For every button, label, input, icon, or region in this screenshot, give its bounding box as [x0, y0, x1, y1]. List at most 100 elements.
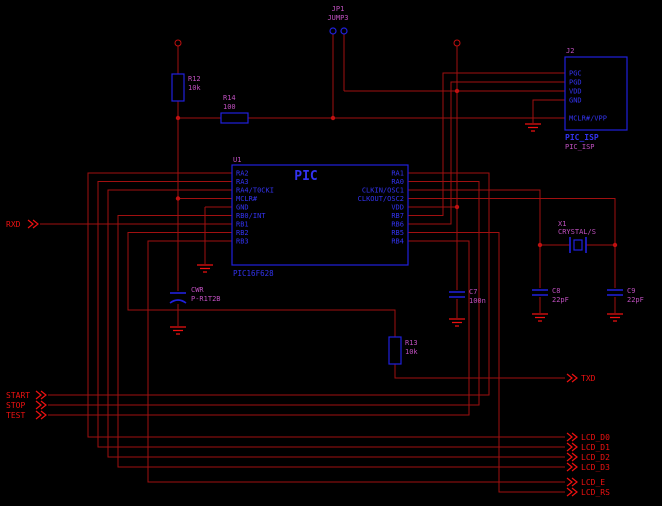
component-resistor-r14[interactable]: R14 100: [220, 94, 249, 124]
c9-value-label: 22pF: [627, 296, 644, 304]
junction-dot: [454, 204, 460, 210]
open-pin-circle: [453, 39, 461, 47]
chevron-right-icon: [566, 477, 578, 487]
mcu-value-label: PIC16F628: [233, 269, 274, 278]
isp-pin-stubs: [540, 72, 565, 119]
component-capacitor-c9[interactable]: C9 22pF: [607, 287, 644, 304]
jumper-ref-label: JP1: [332, 5, 345, 13]
junction-dot: [175, 196, 181, 201]
mcu-pin-label-rb0: RB0/INT: [236, 212, 266, 220]
resistor-body[interactable]: [220, 112, 249, 124]
cwr-value-label: P-R1T2B: [191, 295, 221, 303]
net-txd-wire: [127, 232, 565, 379]
pin-stubs: [205, 72, 565, 242]
signal-label-lcd-d2: LCD_D2: [581, 453, 610, 462]
net-jumper-wire: [332, 34, 540, 118]
mcu-left-pin-stubs: [205, 172, 232, 242]
c8-value-label: 22pF: [552, 296, 569, 304]
signal-label-lcd-rs: LCD_RS: [581, 488, 610, 497]
isp-body[interactable]: [564, 56, 628, 131]
ground-icon: [449, 318, 465, 327]
mcu-pin-label-rb3: RB3: [236, 238, 249, 246]
cwr-curved-plate[interactable]: [169, 299, 187, 304]
component-crystal[interactable]: X1 CRYSTAL/S: [558, 220, 596, 253]
r14-ref-label: R14: [223, 94, 236, 102]
capacitor-plates[interactable]: [607, 289, 623, 296]
signal-label-lcd-e: LCD_E: [581, 478, 605, 487]
chevron-right-icon: [566, 452, 578, 462]
chevron-right-icon: [566, 462, 578, 472]
capacitor-plates[interactable]: [449, 291, 465, 298]
mcu-pin-label-rb4: RB4: [391, 238, 404, 246]
jumper-pin[interactable]: [340, 27, 348, 35]
capacitor-plates[interactable]: [532, 289, 548, 296]
component-resistor-r12[interactable]: R12 10k: [171, 73, 201, 102]
mcu-pin-label-mclr: MCLR#: [236, 195, 258, 203]
isp-pin-label-pgc: PGC: [569, 70, 582, 78]
signal-label-lcd-d0: LCD_D0: [581, 433, 610, 442]
signal-label-rxd: RXD: [6, 220, 21, 229]
net-test-wire: [48, 240, 470, 416]
isp-pin-label-vdd: VDD: [569, 88, 582, 96]
crystal-plates[interactable]: [569, 237, 587, 253]
mcu-title-label: PIC: [294, 169, 317, 184]
net-lcd-e-wire: [147, 240, 565, 483]
net-lcd-d1-wire: [97, 181, 565, 448]
chevron-right-icon: [566, 373, 578, 383]
mcu-pin-label-ra3: RA3: [236, 178, 249, 186]
r13-value-label: 10k: [405, 348, 418, 356]
junction-dot: [454, 88, 460, 94]
component-resistor-r13[interactable]: R13 10k: [388, 336, 418, 365]
mcu-body[interactable]: [231, 164, 409, 266]
r14-value-label: 100: [223, 103, 236, 111]
chevron-right-icon: [566, 442, 578, 452]
mcu-pin-label-ra1: RA1: [391, 170, 404, 178]
signal-label-txd: TXD: [581, 374, 596, 383]
mcu-ref-label: U1: [233, 156, 241, 164]
component-capacitor-c8[interactable]: C8 22pF: [532, 287, 569, 304]
ground-symbols: [170, 123, 623, 335]
net-vdd-wire: [435, 46, 458, 318]
net-pgd-wire: [435, 81, 540, 225]
c7-value-label: 100n: [469, 297, 486, 305]
isp-ref-label: J2: [566, 47, 574, 55]
junction-dot: [537, 242, 543, 248]
signal-label-stop: STOP: [6, 401, 25, 410]
jumper-pin[interactable]: [329, 27, 337, 35]
signal-label-lcd-d3: LCD_D3: [581, 463, 610, 472]
component-capacitor-c7[interactable]: C7 100n: [449, 288, 486, 305]
net-mclr-pullup-wire: [177, 46, 540, 326]
resistor-body[interactable]: [388, 336, 402, 365]
net-isp-gnd-wire: [532, 99, 540, 123]
mcu-pin-label-rb6: RB6: [391, 221, 404, 229]
ground-icon: [532, 313, 548, 322]
ground-icon: [525, 123, 541, 132]
chevron-right-icon: [566, 432, 578, 442]
r12-ref-label: R12: [188, 75, 201, 83]
mcu-pin-label-osc2: CLKOUT/OSC2: [358, 195, 404, 203]
net-lcd-d2-wire: [107, 189, 565, 458]
mcu-pin-label-ra0: RA0: [391, 178, 404, 186]
net-osc1-wire: [435, 189, 541, 313]
component-isp-header[interactable]: J2 PGC PGD VDD GND MCLR#/VPP PIC_ISP PIC…: [564, 47, 628, 151]
ground-icon: [170, 326, 186, 335]
crystal-body[interactable]: [573, 239, 583, 251]
mcu-pin-label-gnd: GND: [236, 204, 249, 212]
open-pin-circle: [174, 39, 182, 47]
component-cwr[interactable]: CWR P-R1T2B: [169, 286, 221, 304]
junction-dots: [174, 39, 618, 248]
component-jumper[interactable]: JP1 JUMP3: [327, 5, 349, 35]
isp-name-label: PIC_ISP: [565, 133, 599, 142]
signal-label-test: TEST: [6, 411, 25, 420]
jumper-value-label: JUMP3: [327, 14, 348, 22]
chevron-right-icon: [35, 400, 47, 410]
signal-chevrons: [27, 219, 578, 497]
resistor-body[interactable]: [171, 73, 185, 102]
net-lcd-d3-wire: [117, 215, 565, 468]
mcu-pin-label-rb1: RB1: [236, 221, 249, 229]
component-mcu-pic[interactable]: U1 PIC PIC16F628 RA2 RA3 RA4/T0CKI MCLR#…: [231, 156, 409, 278]
net-start-wire: [48, 172, 490, 396]
junction-dot: [330, 115, 336, 121]
